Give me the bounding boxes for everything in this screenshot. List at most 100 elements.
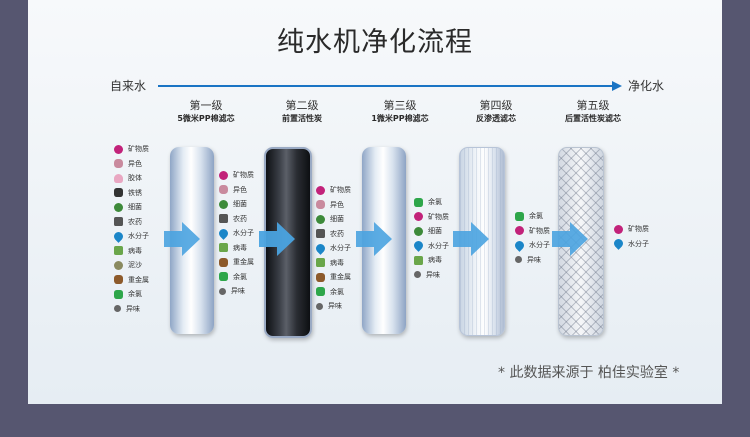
list-item: 矿物质 [515,224,550,239]
flow-start-label: 自来水 [110,79,147,93]
flow-arrow [158,81,622,91]
bacteria-icon [414,226,423,236]
contaminants-after-stage-1: 矿物质 异色 细菌 农药 水分子 病毒 重金属 余氯 异味 [217,168,254,299]
list-item: 异味 [515,253,550,268]
mineral-icon [316,185,325,195]
stage-3-desc: 1微米PP棉滤芯 [371,114,429,123]
list-item: 水分子 [612,237,649,252]
mineral-icon [614,224,623,234]
odor-icon [114,305,121,313]
list-item: 重金属 [316,270,351,285]
contaminants-before-stage-1: 矿物质 异色 胶体 铁锈 细菌 农药 水分子 病毒 泥沙 重金属 余氯 异味 [112,142,149,317]
heavy-metal-icon [316,272,325,282]
list-item: 矿物质 [316,183,351,198]
diagram-title: 纯水机净化流程 [277,27,473,58]
source-footnote: * 此数据来源于 柏佳实验室 * [498,365,680,381]
stage-1-header: 第一级 5微米PP棉滤芯 [156,99,256,125]
odor-icon [219,287,226,295]
pesticide-icon [316,229,325,239]
list-item: 余氯 [414,195,449,210]
stage-4-name: 第四级 [479,99,513,112]
list-item: 农药 [114,215,149,230]
list-item: 胶体 [114,171,149,186]
odor-icon [414,271,421,279]
stage-5-header: 第五级 后置活性炭滤芯 [543,99,643,125]
list-item: 矿物质 [414,210,449,225]
list-item: 余氯 [219,270,254,285]
chlorine-icon [219,272,228,282]
list-item: 余氯 [515,209,550,224]
stage-2-desc: 前置活性炭 [282,114,322,123]
virus-icon [114,246,123,256]
bacteria-icon [219,199,228,209]
list-item: 矿物质 [614,222,649,237]
list-item: 异味 [414,268,449,283]
list-item: 水分子 [217,226,254,241]
stage-4-header: 第四级 反渗透滤芯 [446,99,546,125]
contaminants-after-stage-2: 矿物质 异色 细菌 农药 水分子 病毒 重金属 余氯 异味 [314,183,351,314]
water-molecule-icon [112,229,125,243]
list-item: 异色 [219,183,254,198]
list-item: 异色 [114,157,149,172]
water-molecule-icon [612,237,625,251]
water-molecule-icon [217,226,230,240]
stage-5-desc: 后置活性炭滤芯 [565,114,621,123]
list-item: 农药 [219,212,254,227]
list-item: 水分子 [412,239,449,254]
diagram-panel: 纯水机净化流程 自来水 净化水 第一级 5微米PP棉滤芯 第二级 前置活性炭 第… [28,0,722,404]
heavy-metal-icon [114,275,123,285]
water-molecule-icon [412,239,425,253]
rust-icon [114,159,123,169]
bacteria-icon [316,214,325,224]
virus-icon [414,255,423,265]
chlorine-icon [515,211,524,221]
list-item: 细菌 [316,212,351,227]
pesticide-icon [114,217,123,227]
pesticide-icon [219,214,228,224]
contaminants-after-stage-5: 矿物质 水分子 [612,222,649,252]
list-item: 矿物质 [114,142,149,157]
stage-4-desc: 反渗透滤芯 [476,114,516,123]
list-item: 异味 [114,302,149,317]
mineral-icon [414,212,423,222]
list-item: 水分子 [112,229,149,244]
list-item: 异色 [316,198,351,213]
list-item: 异味 [316,299,351,314]
mineral-icon [219,170,228,180]
list-item: 细菌 [114,200,149,215]
bacteria-icon [114,202,123,212]
list-item: 病毒 [114,244,149,259]
sediment-icon [114,260,123,270]
list-item: 矿物质 [219,168,254,183]
list-item: 细菌 [219,197,254,212]
mineral-icon [114,144,123,154]
iron-icon [114,188,123,198]
stage-5-arrow-icon [552,222,588,256]
stage-1-desc: 5微米PP棉滤芯 [177,114,235,123]
stage-3-header: 第三级 1微米PP棉滤芯 [350,99,450,125]
list-item: 细菌 [414,224,449,239]
list-item: 农药 [316,227,351,242]
stage-4-arrow-icon [453,222,489,256]
heavy-metal-icon [219,257,228,267]
water-molecule-icon [513,238,526,252]
virus-icon [316,258,325,268]
rust-icon [316,200,325,210]
list-item: 病毒 [219,241,254,256]
list-item: 铁锈 [114,186,149,201]
chlorine-icon [114,289,123,299]
list-item: 重金属 [114,273,149,288]
stage-1-arrow-icon [164,222,200,256]
odor-icon [515,256,522,264]
virus-icon [219,243,228,253]
stage-5-name: 第五级 [576,99,610,112]
rust-icon [219,185,228,195]
flow-end-label: 净化水 [628,79,665,93]
list-item: 水分子 [314,241,351,256]
list-item: 病毒 [414,253,449,268]
contaminants-after-stage-4: 余氯 矿物质 水分子 异味 [513,209,550,268]
list-item: 病毒 [316,256,351,271]
stage-1-name: 第一级 [189,99,223,112]
contaminants-after-stage-3: 余氯 矿物质 细菌 水分子 病毒 异味 [412,195,449,283]
stage-2-header: 第二级 前置活性炭 [252,99,352,125]
